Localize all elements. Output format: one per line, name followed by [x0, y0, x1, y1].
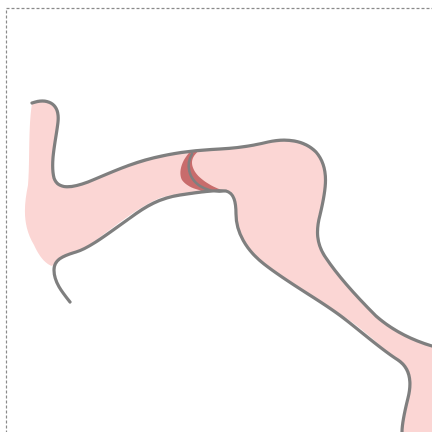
shape-fill [25, 101, 432, 432]
